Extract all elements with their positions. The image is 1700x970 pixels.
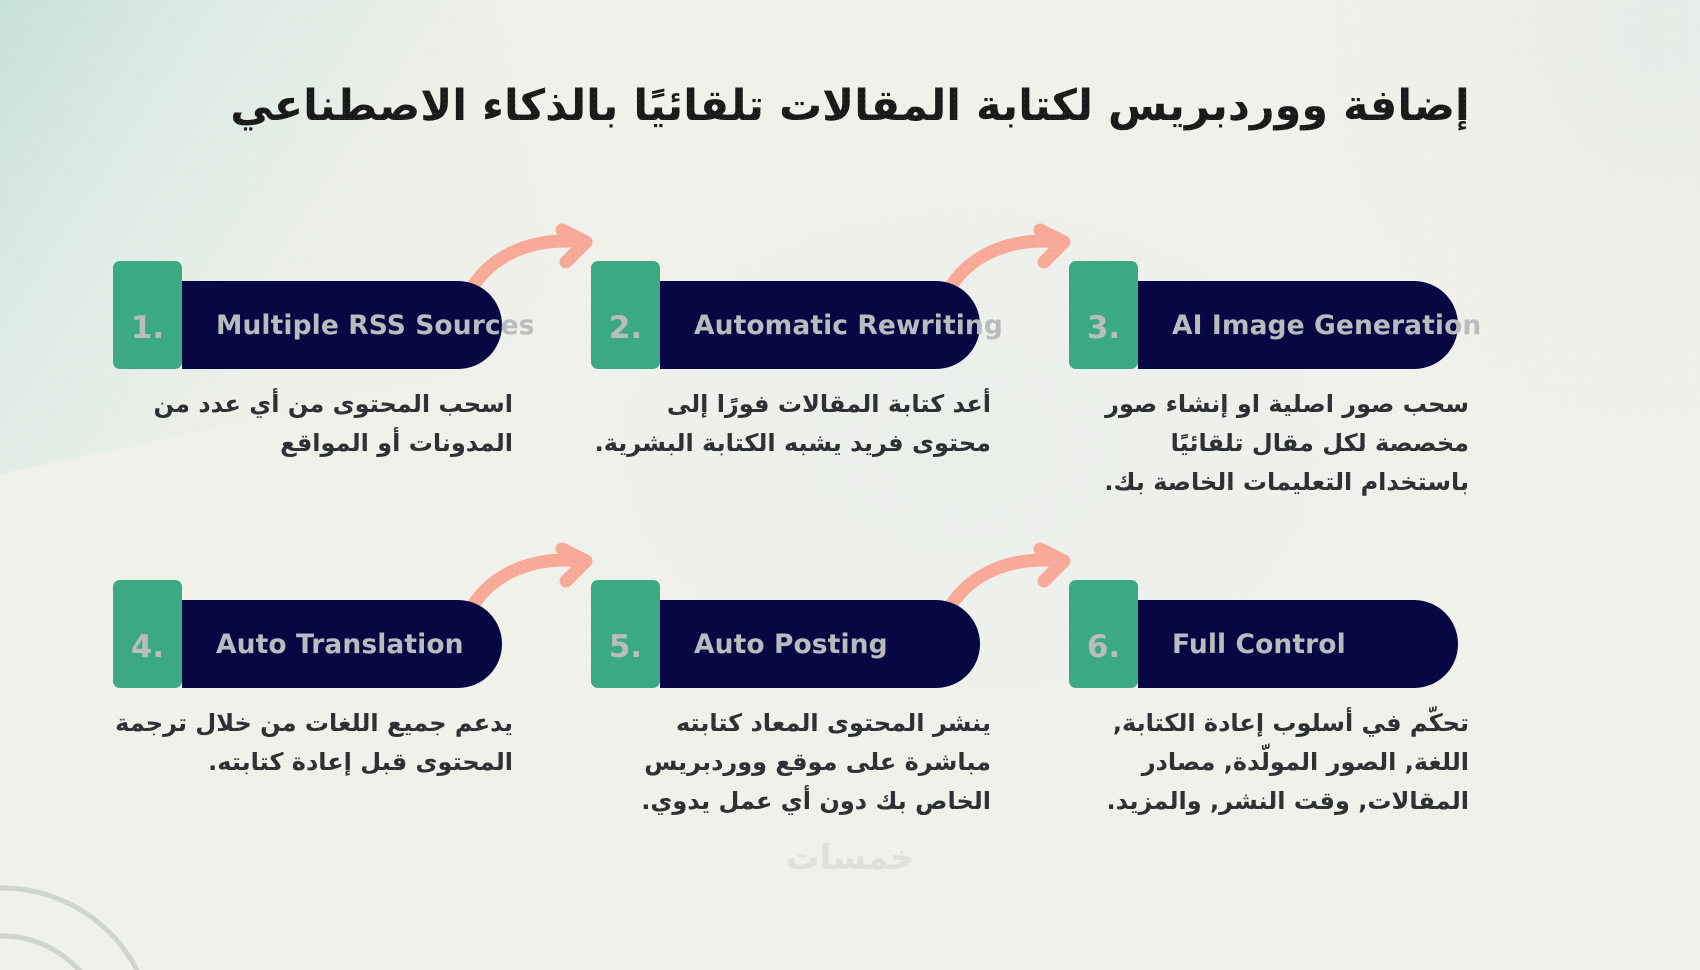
step-title-bar-4: Auto Translation [182, 600, 502, 688]
step-description-3: سحب صور اصلية او إنشاء صور مخصصة لكل مقا… [1104, 390, 1469, 496]
step-header-4: 4. Auto Translation [113, 569, 533, 719]
step-title-6: Full Control [1172, 628, 1346, 660]
step-title-4: Auto Translation [216, 628, 464, 660]
steps-row-top: 1. Multiple RSS Sources اسحب المحتوى من … [0, 223, 1700, 560]
step-description-6: تحكّم في أسلوب إعادة الكتابة, اللغة, الص… [1106, 709, 1470, 815]
step-number-5: 5. [608, 629, 643, 665]
step-card-6[interactable]: 6. Full Control تحكّم في أسلوب إعادة الك… [1069, 569, 1489, 869]
step-number-badge-1: 1. [113, 261, 182, 369]
step-card-5[interactable]: 5. Auto Posting ينشر المحتوى المعاد كتاب… [591, 569, 1011, 869]
step-title-bar-2: Automatic Rewriting [660, 281, 1003, 369]
step-title-5: Auto Posting [694, 628, 888, 660]
step-number-badge-3: 3. [1069, 261, 1138, 369]
step-number-3: 3. [1086, 310, 1121, 346]
step-header-6: 6. Full Control [1069, 569, 1489, 719]
step-description-4: يدعم جميع اللغات من خلال ترجمة المحتوى ق… [115, 709, 513, 776]
step-title-3: AI Image Generation [1172, 309, 1482, 341]
steps-row-bottom: 4. Auto Translation يدعم جميع اللغات من … [0, 542, 1700, 879]
step-title-2: Automatic Rewriting [694, 309, 1003, 341]
step-description-5: ينشر المحتوى المعاد كتابته مباشرة على مو… [641, 709, 991, 815]
step-number-6: 6. [1086, 629, 1121, 665]
step-title-bar-6: Full Control [1138, 600, 1458, 688]
watermark-logo: خمسات [785, 838, 915, 878]
steps-grid: 1. Multiple RSS Sources اسحب المحتوى من … [0, 223, 1700, 879]
step-description-1: اسحب المحتوى من أي عدد من المدونات أو ال… [153, 390, 513, 457]
step-number-2: 2. [608, 310, 643, 346]
step-header-3: 3. AI Image Generation [1069, 250, 1489, 400]
step-title-1: Multiple RSS Sources [216, 309, 535, 341]
step-number-1: 1. [130, 310, 165, 346]
step-description-2: أعد كتابة المقالات فورًا إلى محتوى فريد … [594, 390, 991, 457]
step-title-bar-3: AI Image Generation [1138, 281, 1481, 369]
step-number-badge-6: 6. [1069, 580, 1138, 688]
step-card-2[interactable]: 2. Automatic Rewriting أعد كتابة المقالا… [591, 250, 1011, 550]
step-card-1[interactable]: 1. Multiple RSS Sources اسحب المحتوى من … [113, 250, 535, 550]
step-header-5: 5. Auto Posting [591, 569, 1011, 719]
step-title-bar-5: Auto Posting [660, 600, 980, 688]
step-number-badge-2: 2. [591, 261, 660, 369]
step-card-4[interactable]: 4. Auto Translation يدعم جميع اللغات من … [113, 569, 533, 869]
step-number-4: 4. [130, 629, 165, 665]
step-title-bar-1: Multiple RSS Sources [182, 281, 535, 369]
step-header-1: 1. Multiple RSS Sources [113, 250, 535, 400]
page-title: إضافة ووردبريس لكتابة المقالات تلقائيًا … [230, 81, 1470, 131]
step-number-badge-4: 4. [113, 580, 182, 688]
step-header-2: 2. Automatic Rewriting [591, 250, 1011, 400]
step-card-3[interactable]: 3. AI Image Generation سحب صور اصلية او … [1069, 250, 1489, 550]
step-number-badge-5: 5. [591, 580, 660, 688]
